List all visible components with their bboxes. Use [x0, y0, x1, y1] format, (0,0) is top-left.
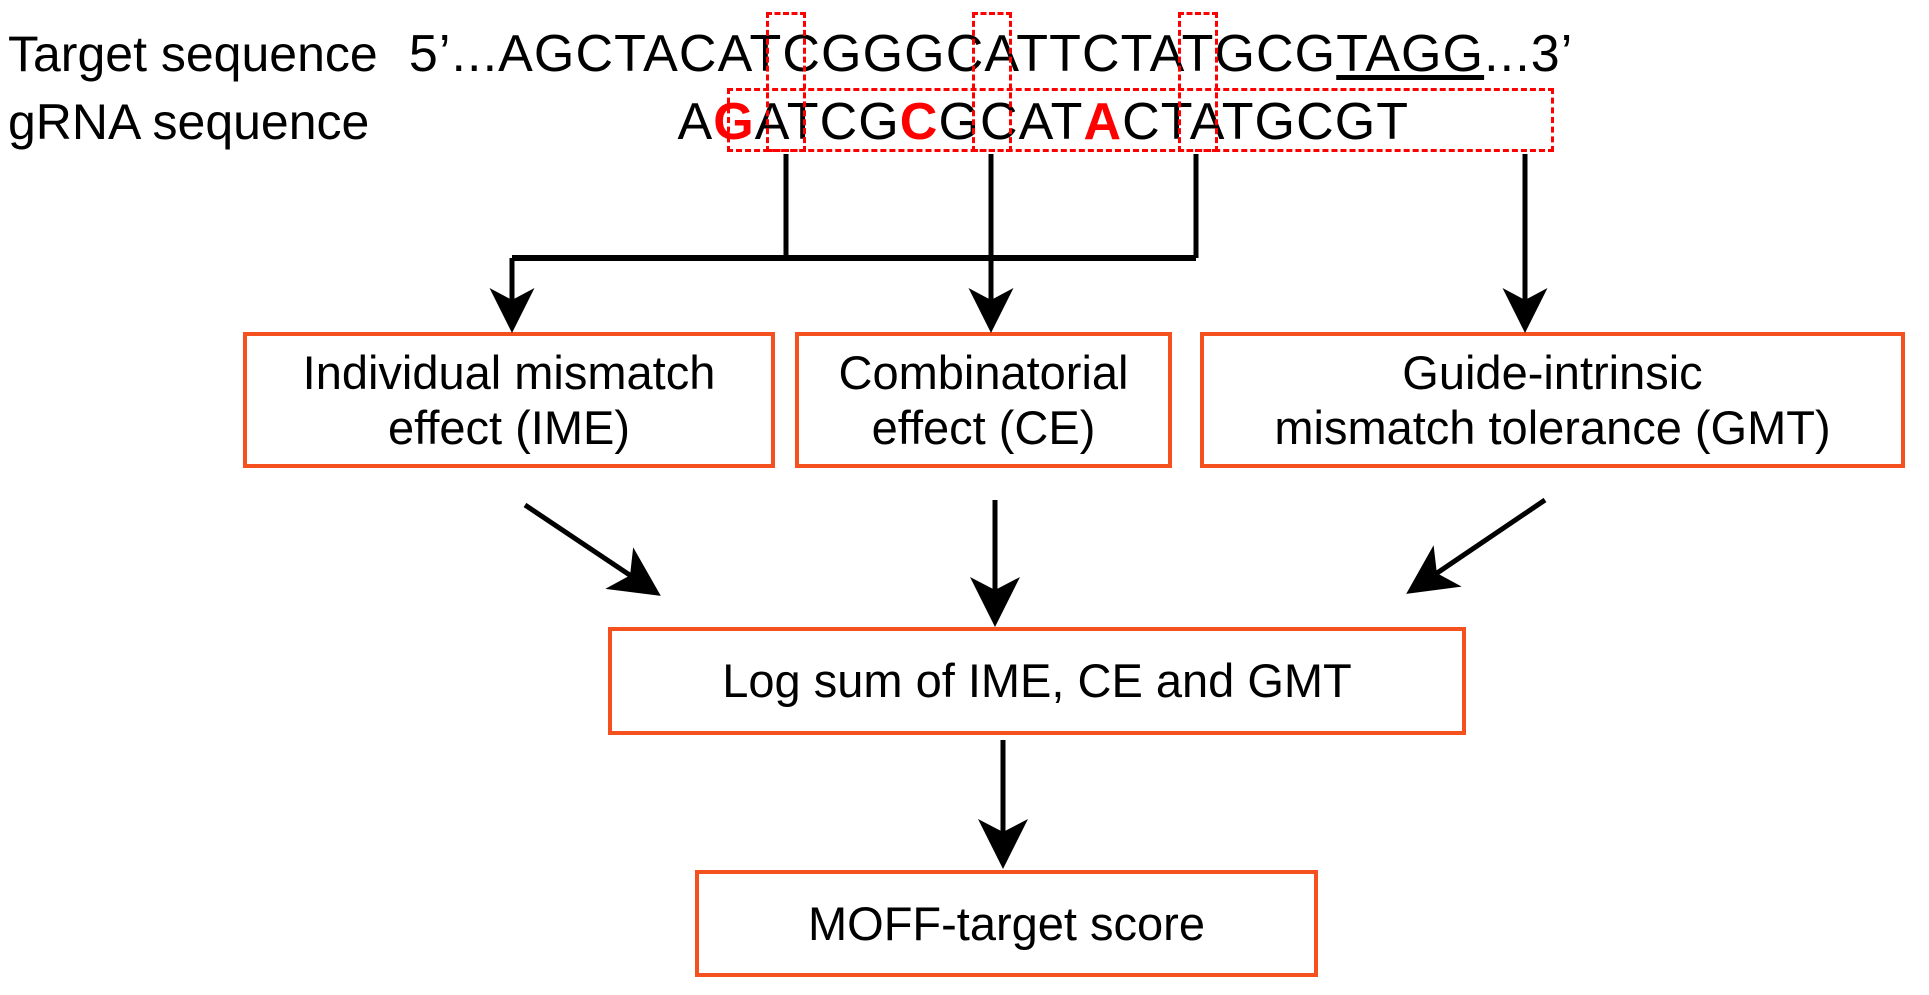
- mismatch-drop-lines: [783, 154, 1199, 258]
- grna-sequence-label: gRNA sequence: [8, 94, 370, 150]
- ime-line-1: Individual mismatch: [302, 345, 716, 399]
- grna-tail: CTATGCGT: [1122, 93, 1410, 151]
- gmt-line-2: mismatch tolerance (GMT): [1274, 401, 1831, 454]
- grna-mismatch-2: C: [899, 93, 939, 151]
- target-tail: CTATGCG: [1082, 25, 1337, 83]
- grna-mid-2: GCAT: [938, 93, 1084, 151]
- box-guide-intrinsic-mismatch-tolerance: Guide-intrinsic mismatch tolerance (GMT): [1200, 332, 1905, 468]
- grna-mismatch-1: G: [713, 93, 755, 151]
- box-log-sum: Log sum of IME, CE and GMT: [608, 627, 1466, 735]
- target-base-3: T: [1049, 25, 1083, 83]
- target-sequence-row: Target sequence 5’...AGCTACATCGGGCATTCTA…: [8, 28, 1573, 80]
- box-combinatorial-effect: Combinatorial effect (CE): [795, 332, 1172, 468]
- target-sequence-label: Target sequence: [8, 26, 378, 82]
- target-pam: TAGG: [1336, 25, 1485, 83]
- target-base-1: C: [678, 25, 718, 83]
- target-base-2: G: [862, 25, 905, 83]
- grna-mismatch-3: A: [1083, 93, 1123, 151]
- ce-line-2: effect (CE): [871, 401, 1096, 454]
- target-pre: AGCTA: [498, 25, 679, 83]
- grna-spacer: [369, 93, 677, 151]
- box-individual-mismatch-effect: Individual mismatch effect (IME): [243, 332, 775, 468]
- target-five-prime: 5’...: [408, 25, 499, 83]
- logsum-line-1: Log sum of IME, CE and GMT: [722, 654, 1352, 708]
- target-mid-2: GCAT: [904, 25, 1050, 83]
- arrow-gmt-to-logsum: [1406, 497, 1547, 594]
- target-spacer: [378, 25, 409, 83]
- grna-pre: A: [677, 93, 714, 151]
- target-mid-1: ATCG: [717, 25, 863, 83]
- grna-sequence-row: gRNA sequence AGATCGCGCATACTATGCGT: [8, 96, 1409, 148]
- box-moff-target-score: MOFF-target score: [695, 870, 1318, 977]
- arrow-ime-to-logsum: [523, 502, 661, 596]
- score-line-1: MOFF-target score: [808, 896, 1205, 950]
- grna-mid-1: ATCG: [754, 93, 900, 151]
- target-three-prime: ...3’: [1484, 25, 1574, 83]
- ce-line-1: Combinatorial: [838, 345, 1129, 399]
- ime-line-2: effect (IME): [387, 401, 631, 454]
- gmt-line-1: Guide-intrinsic: [1402, 345, 1703, 399]
